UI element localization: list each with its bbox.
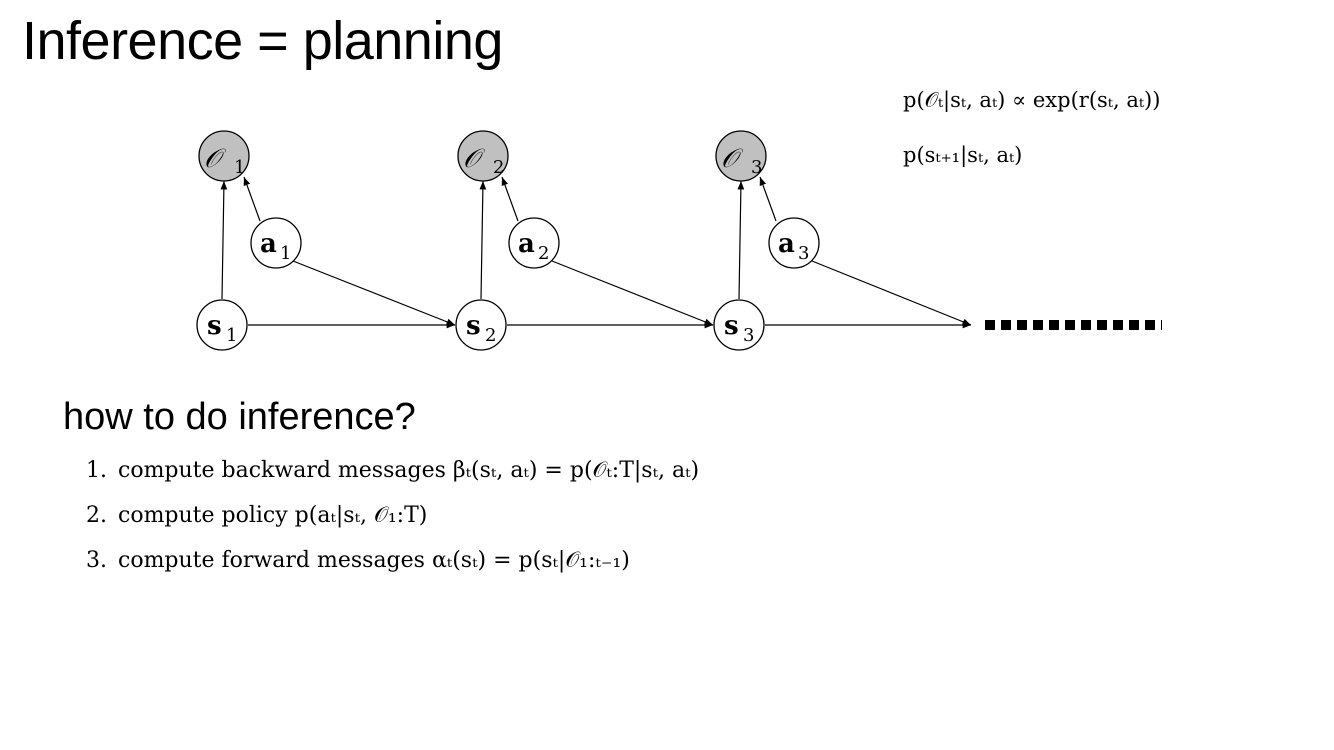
graphical-model-diagram: 𝒪 1 𝒪 2 𝒪 3 a 1 a 2 a 3 s 1 s 2 s xyxy=(196,130,1162,351)
action-node-3-sub: 3 xyxy=(798,243,809,264)
edge-s3-o3 xyxy=(737,180,745,300)
action-node-3-label: a xyxy=(778,229,795,259)
action-node-1: a 1 xyxy=(250,217,302,269)
edge-a1-o1 xyxy=(243,176,261,222)
state-node-3-sub: 3 xyxy=(743,325,754,346)
action-node-1-label: a xyxy=(260,229,277,259)
inference-steps-list: 1. compute backward messages βₜ(sₜ, aₜ) =… xyxy=(86,458,699,593)
edge-a3-o3 xyxy=(759,176,777,222)
observation-node-2-sub: 2 xyxy=(493,157,504,178)
observation-node-2: 𝒪 2 xyxy=(457,130,509,182)
dynamics-equation: p(sₜ₊₁|sₜ, aₜ) xyxy=(903,143,1023,167)
step-number: 2. xyxy=(86,503,107,528)
action-node-3: a 3 xyxy=(768,217,820,269)
state-node-3: s 3 xyxy=(713,299,765,351)
slide-title: Inference = planning xyxy=(22,11,503,71)
action-node-1-sub: 1 xyxy=(280,243,291,264)
edge-s2-o2 xyxy=(479,180,487,300)
observation-node-1: 𝒪 1 xyxy=(198,130,250,182)
observation-node-3-sub: 3 xyxy=(751,157,762,178)
state-node-1-sub: 1 xyxy=(226,325,237,346)
step-item: 2. compute policy p(aₜ|sₜ, 𝒪₁:T) xyxy=(86,503,699,548)
state-node-1: s 1 xyxy=(196,299,248,351)
action-node-2: a 2 xyxy=(508,217,560,269)
action-node-2-sub: 2 xyxy=(538,243,549,264)
graph-edges xyxy=(220,176,972,329)
step-text: compute forward messages αₜ(sₜ) = p(sₜ|𝒪… xyxy=(118,548,630,573)
edge-a2-o2 xyxy=(501,176,519,222)
action-node-2-label: a xyxy=(518,229,535,259)
observation-node-3: 𝒪 3 xyxy=(715,130,767,182)
state-node-2-label: s xyxy=(466,311,481,341)
step-number: 1. xyxy=(86,458,107,483)
edge-s1-o1 xyxy=(220,180,228,300)
step-item: 1. compute backward messages βₜ(sₜ, aₜ) =… xyxy=(86,458,699,503)
step-number: 3. xyxy=(86,548,107,573)
edge-a1-s2 xyxy=(292,260,456,326)
state-node-1-label: s xyxy=(207,311,222,341)
step-text: compute policy p(aₜ|sₜ, 𝒪₁:T) xyxy=(118,503,428,528)
edge-a2-s3 xyxy=(551,260,714,326)
state-node-3-label: s xyxy=(724,311,739,341)
section-heading: how to do inference? xyxy=(63,396,416,438)
state-node-2: s 2 xyxy=(455,299,507,351)
observation-node-1-sub: 1 xyxy=(234,157,245,178)
edge-a3-next xyxy=(811,260,972,326)
step-text: compute backward messages βₜ(sₜ, aₜ) = p… xyxy=(118,458,700,483)
state-node-2-sub: 2 xyxy=(485,325,496,346)
step-item: 3. compute forward messages αₜ(sₜ) = p(sₜ… xyxy=(86,548,699,593)
observation-equation: p(𝒪ₜ|sₜ, aₜ) ∝ exp(r(sₜ, aₜ)) xyxy=(903,88,1161,112)
